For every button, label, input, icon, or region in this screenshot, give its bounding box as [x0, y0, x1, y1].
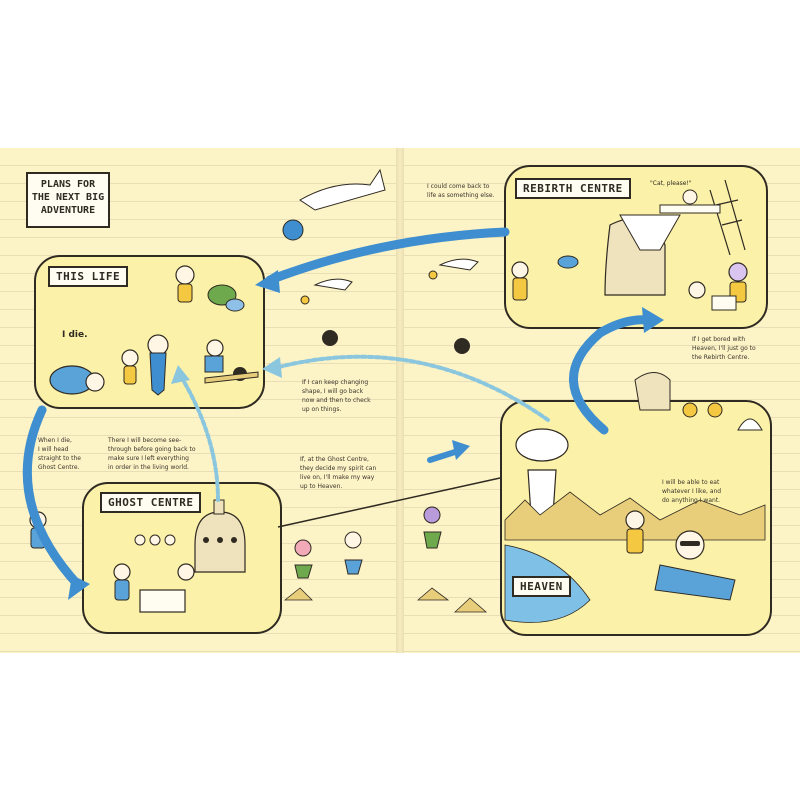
title-line-1: PLANS FOR	[40, 179, 96, 190]
blue-cat-icon	[557, 255, 579, 269]
bundle-icon	[282, 219, 304, 241]
conveyor	[659, 204, 721, 214]
deckchair	[654, 564, 736, 601]
machine-chimney	[213, 499, 225, 515]
this-life-scene	[49, 265, 259, 396]
ghost-queue-2	[149, 534, 161, 546]
zipliner-2-seat	[344, 559, 363, 575]
child-head	[121, 349, 139, 367]
note-i-could-come-back: I could come back to life as something e…	[427, 183, 495, 199]
title-line-2: THE NEXT BIG	[31, 192, 105, 203]
guide-head	[511, 261, 529, 279]
rider-head	[682, 189, 698, 205]
book-gutter	[396, 148, 404, 653]
stork	[282, 168, 386, 241]
small-bird-1	[300, 278, 353, 305]
note-if-at-ghost: If, at the Ghost Centre, they decide my …	[300, 456, 377, 490]
rebirth-centre-label: REBIRTH CENTRE	[515, 178, 631, 199]
title-line-3: ADVENTURE	[40, 205, 96, 216]
worker-head	[728, 262, 748, 282]
ladder	[709, 179, 746, 256]
zipline	[277, 477, 501, 613]
server-body	[626, 528, 644, 554]
heaven-label: HEAVEN	[512, 576, 571, 597]
funnel	[619, 214, 681, 251]
zipliner-1-head	[294, 539, 312, 557]
ghost-centre-label: GHOST CENTRE	[100, 492, 202, 513]
cat-icon	[225, 298, 245, 312]
clerk-head	[177, 563, 195, 581]
note-when-i-die: When I die, I will head straight to the …	[38, 437, 81, 471]
ghost-queue-1	[134, 534, 146, 546]
rebirth-quote: "Cat, please!"	[650, 180, 692, 187]
zipliner-3-head	[423, 506, 441, 524]
small-bird-2	[428, 258, 479, 280]
this-life-label: THIS LIFE	[48, 266, 129, 287]
rebirth-centre-scene	[511, 179, 748, 311]
zipliner-3-seat	[423, 531, 442, 549]
ghost-head	[147, 334, 169, 356]
arrow-heaven-to-rebirth	[569, 315, 653, 435]
ghost-centre-scene	[113, 499, 246, 613]
dying-person-head	[85, 372, 105, 392]
guide-body	[512, 277, 528, 301]
walker-head	[175, 265, 195, 285]
note-if-i-get-bored: If I get bored with Heaven, I'll just go…	[692, 336, 756, 361]
server-head	[625, 510, 645, 530]
bomb-icon	[454, 338, 470, 354]
arrow-rebirth-to-this-life	[265, 227, 510, 285]
bench	[204, 371, 259, 384]
speech-text: I die.	[62, 330, 88, 340]
reader-body	[204, 355, 224, 373]
bomb-icon	[322, 330, 338, 346]
customer-head	[688, 281, 706, 299]
visitor-body	[114, 579, 130, 601]
arrowheads	[68, 270, 664, 600]
arrow-heaven-to-this-life-dotted	[273, 354, 550, 422]
arrow-this-life-to-ghost-centre	[22, 405, 83, 590]
tower-top	[515, 428, 569, 462]
camel	[634, 372, 671, 411]
arrow-ghost-to-this-life-dotted	[181, 378, 220, 502]
heaven-scene	[504, 372, 766, 623]
zipliner-2-head	[344, 531, 362, 549]
ghost-queue-3	[164, 534, 176, 546]
visitor-head	[113, 563, 131, 581]
flow-arrows	[22, 227, 653, 590]
mountains	[283, 587, 488, 613]
zipliner-1-seat	[294, 564, 313, 579]
dome	[737, 418, 763, 431]
sunglasses	[680, 541, 700, 546]
desk	[139, 589, 186, 613]
note-if-i-can-keep: If I can keep changing shape, I will go …	[302, 379, 371, 413]
title-box: PLANS FOR THE NEXT BIG ADVENTURE	[26, 172, 110, 228]
note-there-i-will: There I will become see- through before …	[108, 437, 196, 471]
walker-body	[177, 283, 193, 303]
child-body	[123, 365, 137, 385]
reader-head	[206, 339, 224, 357]
arrow-zipline-to-heaven	[427, 449, 458, 463]
box	[711, 295, 737, 311]
note-i-will-be-able: I will be able to eat whatever I like, a…	[662, 479, 722, 504]
ghost-body	[149, 352, 167, 396]
